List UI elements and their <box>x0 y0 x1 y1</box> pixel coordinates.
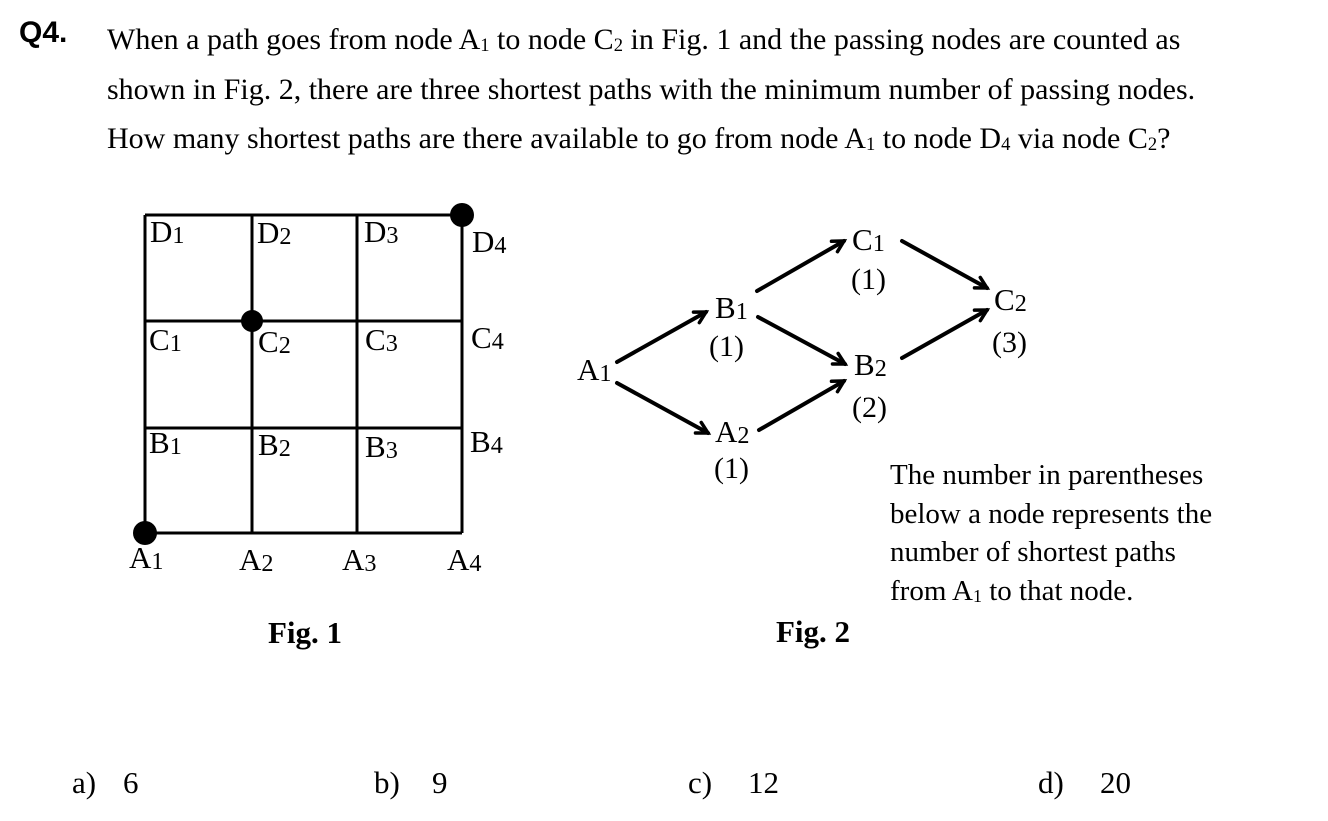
option-c-label: c) <box>688 765 713 800</box>
fig1-label-c4: C4 <box>471 320 504 355</box>
fig1-label-d3: D3 <box>364 214 399 249</box>
option-d-value: 20 <box>1100 765 1131 800</box>
fig2-caption: Fig. 2 <box>776 614 851 649</box>
note-line-3: number of shortest paths <box>890 536 1176 568</box>
option-d: d) 20 <box>1038 764 1131 801</box>
fig2-node-c1: C1 <box>852 222 885 257</box>
fig1-caption: Fig. 1 <box>268 615 343 650</box>
fig1-label-d1: D1 <box>150 214 185 249</box>
fig1-label-a2: A2 <box>239 542 274 577</box>
option-d-label: d) <box>1038 765 1064 800</box>
question-number: Q4. <box>19 16 68 49</box>
fig2-count-a2: (1) <box>714 452 749 485</box>
fig2-count-b2: (2) <box>852 391 887 424</box>
fig1-label-b1: B1 <box>149 425 182 460</box>
fig1-label-a3: A3 <box>342 542 377 577</box>
question-line-2: shown in Fig. 2, there are three shortes… <box>107 72 1196 106</box>
question-text: When a path goes from node A1 to node C2… <box>107 15 1317 164</box>
fig1-label-c1: C1 <box>149 322 182 357</box>
option-c: c) 12 <box>688 764 779 801</box>
fig2-node-a1: A1 <box>577 352 612 387</box>
question-line-1: When a path goes from node A1 to node C2… <box>107 23 1181 56</box>
fig2-node-c2: C2 <box>994 282 1027 317</box>
fig1-label-b3: B3 <box>365 429 398 464</box>
option-b-label: b) <box>374 765 400 800</box>
note-line-2: below a node represents the <box>890 497 1213 530</box>
fig1-label-b4: B4 <box>470 424 503 459</box>
edge-c1-c2 <box>900 239 991 290</box>
fig1-label-b2: B2 <box>258 427 291 462</box>
note-line-4: from A1 to that node. <box>890 574 1134 607</box>
fig1-label-a4: A4 <box>447 542 482 577</box>
fig2-note: The number in parentheses below a node r… <box>890 456 1270 610</box>
fig1-label-c2: C2 <box>258 324 291 359</box>
fig1-label-d2: D2 <box>257 215 292 250</box>
fig2-count-c2: (3) <box>992 326 1027 359</box>
fig2-count-c1: (1) <box>851 263 886 296</box>
edge-a1-a2 <box>615 381 712 435</box>
option-a-value: 6 <box>123 765 139 800</box>
fig2-node-b1: B1 <box>715 290 748 325</box>
fig1-label-c3: C3 <box>365 322 398 357</box>
option-c-value: 12 <box>748 765 779 800</box>
edge-a1-b1 <box>615 310 710 364</box>
fig2-count-b1: (1) <box>709 330 744 363</box>
fig2-node-b2: B2 <box>854 347 887 382</box>
edge-b1-c1 <box>755 239 848 293</box>
edge-b2-c2 <box>900 308 991 360</box>
edge-a2-b2 <box>757 379 848 432</box>
fig1-label-a1: A1 <box>129 540 164 575</box>
question-line-3: How many shortest paths are there availa… <box>107 122 1171 155</box>
path-dot-d4 <box>450 203 474 227</box>
grid-lines <box>143 213 464 535</box>
edge-b1-b2 <box>756 315 849 366</box>
option-a-label: a) <box>72 765 97 800</box>
option-b-value: 9 <box>432 765 448 800</box>
fig2-node-a2: A2 <box>715 414 750 449</box>
graph-edges <box>615 239 991 435</box>
fig1-label-d4: D4 <box>472 224 507 259</box>
option-b: b) 9 <box>374 764 448 801</box>
option-a: a) 6 <box>72 764 139 801</box>
note-line-1: The number in parentheses <box>890 459 1204 491</box>
